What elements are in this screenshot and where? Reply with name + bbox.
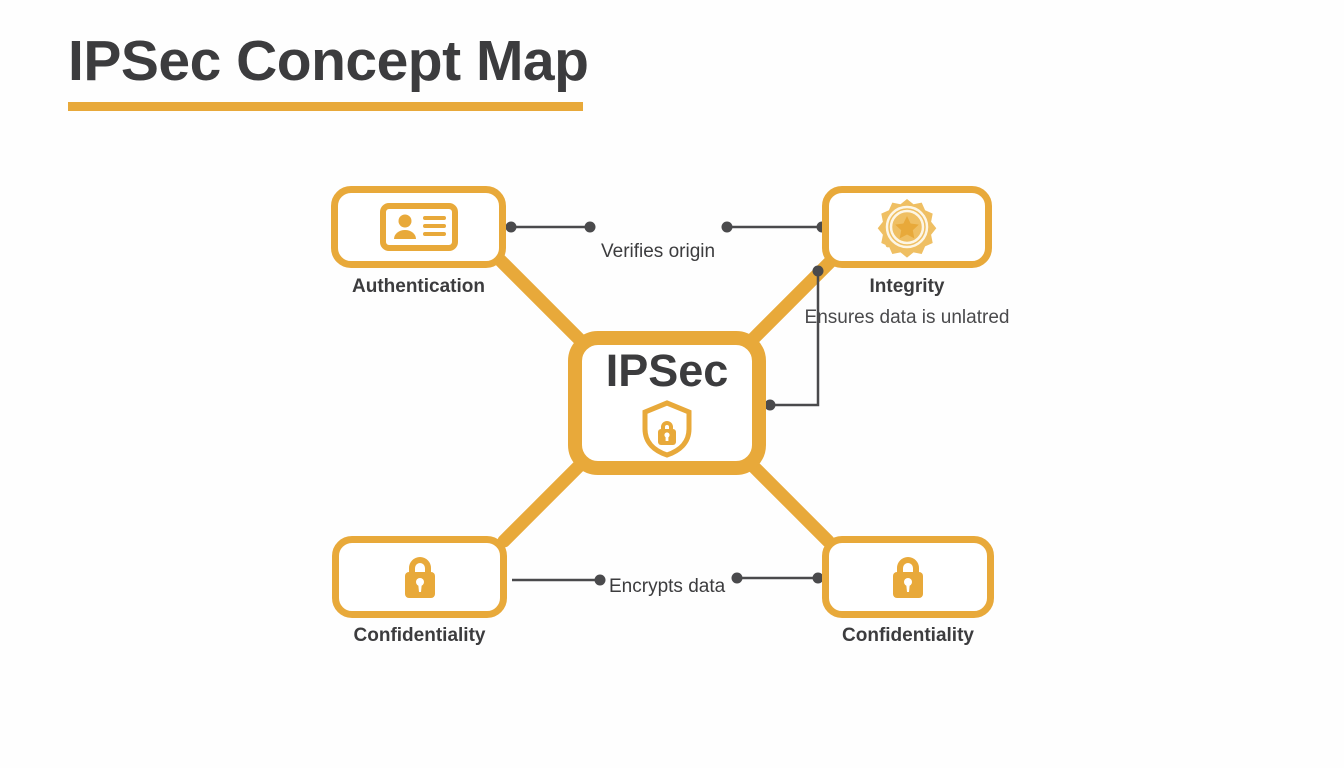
connector-integrity-to-ipsec <box>764 265 824 411</box>
node-ipsec-center[interactable]: IPSec <box>568 331 766 475</box>
node-sublabel-integrity: Ensures data is unlatred <box>804 307 1010 328</box>
caption-confidentiality-right: Confidentiality <box>822 625 994 647</box>
node-authentication[interactable] <box>331 186 506 268</box>
id-card-icon <box>379 203 458 251</box>
spoke-center-to-authentication <box>489 249 587 347</box>
connector-verifies-origin-right <box>721 221 828 233</box>
padlock-icon <box>893 557 923 598</box>
edge-label-verifies-origin: Verifies origin <box>601 241 716 262</box>
caption-authentication: Authentication <box>331 276 506 298</box>
title-underline-accent <box>68 101 583 111</box>
connector-encrypts-data-left <box>512 574 606 586</box>
caption-integrity: Integrity Ensures data is unlatred <box>762 276 1052 329</box>
caption-confidentiality-left: Confidentiality <box>332 625 507 647</box>
badge-star-icon <box>877 199 937 258</box>
spoke-center-to-confidentiality-right <box>745 458 835 548</box>
spoke-center-to-confidentiality-left <box>497 458 587 548</box>
page-title: IPSec Concept Map <box>68 29 589 93</box>
edge-label-encrypts-data: Encrypts data <box>609 576 726 597</box>
node-label-integrity: Integrity <box>869 276 945 297</box>
node-confidentiality-left[interactable] <box>332 536 507 618</box>
node-label-confidentiality-left: Confidentiality <box>353 625 486 646</box>
shield-lock-icon <box>642 399 692 458</box>
title-block: IPSec Concept Map <box>68 29 589 111</box>
padlock-icon <box>404 557 435 598</box>
connector-encrypts-data-right <box>731 572 824 584</box>
node-integrity[interactable] <box>822 186 992 268</box>
node-label-confidentiality-right: Confidentiality <box>842 625 974 646</box>
node-label-ipsec: IPSec <box>605 344 729 396</box>
node-confidentiality-right[interactable] <box>822 536 994 618</box>
node-label-authentication: Authentication <box>352 276 485 297</box>
connector-verifies-origin-left <box>505 221 596 233</box>
